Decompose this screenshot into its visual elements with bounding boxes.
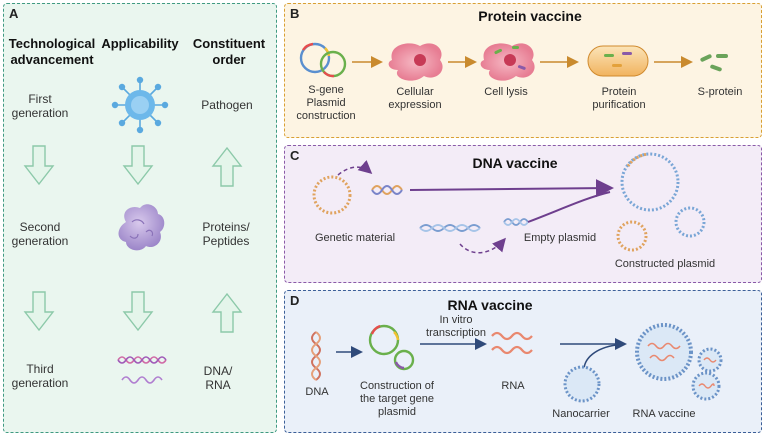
header-constituent-order: Constituent order [192,36,266,68]
genetic-material-ring-icon [312,175,352,215]
virus-icon [111,76,169,134]
dna-rna-label: DNA/ RNA [203,364,233,393]
step-plasmid-label: S-gene Plasmid construction [296,84,356,123]
plasmid-icon [299,42,347,78]
rna-strands-icon [491,331,533,355]
proteins-peptides-label: Proteins/ Peptides [202,220,250,249]
main-flow-arrow [409,179,614,198]
second-generation-label: Second generation [11,220,69,249]
pathogen-label: Pathogen [201,98,253,112]
rna-vaccine-particle-icon [635,323,723,401]
up-arrow-icon [211,146,243,333]
panel-d-title: RNA vaccine [447,297,533,313]
lysed-cell-icon [480,43,535,81]
linear-dna-icon [419,224,481,232]
panel-c-letter: C [290,148,300,163]
step-purification-label: Protein purification [592,86,646,112]
dna-label: DNA [305,386,329,398]
third-generation-label: Third generation [11,362,69,391]
s-protein-icon [700,54,728,72]
nanocarrier-icon [563,365,601,403]
dna-helix-icon [371,185,403,195]
panel-b-title: Protein vaccine [478,8,582,24]
header-technological-advancement: Technological advancement [8,36,96,68]
empty-plasmid-label: Empty plasmid [523,232,597,244]
rna-vaccine-label: RNA vaccine [632,408,696,420]
constructed-plasmid-label: Constructed plasmid [614,258,716,270]
first-generation-label: First generation [11,92,69,121]
step-lysis-label: Cell lysis [484,86,528,98]
dna-icon [311,331,321,381]
panel-a-letter: A [9,6,19,21]
flow-arrow [459,237,506,254]
protein-blob-icon [118,204,165,251]
panel-d-letter: D [290,293,300,308]
merge-arrow [527,191,611,223]
rna-label: RNA [501,380,525,392]
target-plasmid-icon [368,324,415,371]
purification-tube-icon [587,45,649,77]
in-vitro-transcription-label: In vitro transcription [426,314,486,340]
cell-icon [388,43,443,81]
constructed-plasmid-icon [616,152,706,252]
step-s-protein-label: S-protein [697,86,743,98]
empty-plasmid-icon [503,218,529,226]
flow-arrow [337,160,373,176]
panel-b-letter: B [290,6,300,21]
nanocarrier-label: Nanocarrier [552,408,610,420]
genetic-material-label: Genetic material [314,232,396,244]
step-expression-label: Cellular expression [388,86,442,112]
dna-rna-strands-icon [117,356,167,384]
construction-label: Construction of the target gene plasmid [359,380,434,419]
down-arrow-icon [23,145,154,332]
header-applicability: Applicability [101,36,179,51]
flow-arrow [583,344,617,371]
panel-c-title: DNA vaccine [472,155,558,171]
